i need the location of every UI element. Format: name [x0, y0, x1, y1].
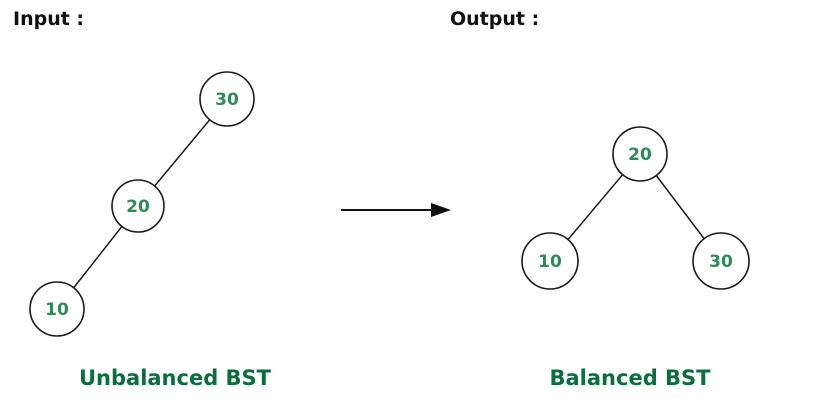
output-tree: 20 10 30	[521, 126, 750, 290]
node-value-20: 20	[126, 197, 150, 217]
balanced-bst-caption: Balanced BST	[549, 366, 711, 390]
output-section-label: Output :	[450, 8, 540, 30]
node-circle-20	[612, 126, 668, 182]
node-value-10: 10	[45, 300, 69, 320]
input-section-label: Input :	[13, 8, 85, 30]
node-value-30: 30	[215, 90, 239, 110]
input-tree: 30 20 10	[29, 71, 255, 337]
node-circle-30	[199, 71, 255, 127]
node-circle-10	[29, 281, 85, 337]
arrow-head	[431, 203, 451, 217]
transform-arrow	[341, 203, 451, 217]
node-value-30: 30	[709, 252, 733, 272]
node-value-20: 20	[628, 145, 652, 165]
node-value-10: 10	[538, 252, 562, 272]
unbalanced-bst-caption: Unbalanced BST	[78, 366, 271, 390]
node-circle-30	[692, 232, 750, 290]
node-circle-10	[521, 232, 579, 290]
node-circle-20	[111, 179, 165, 233]
